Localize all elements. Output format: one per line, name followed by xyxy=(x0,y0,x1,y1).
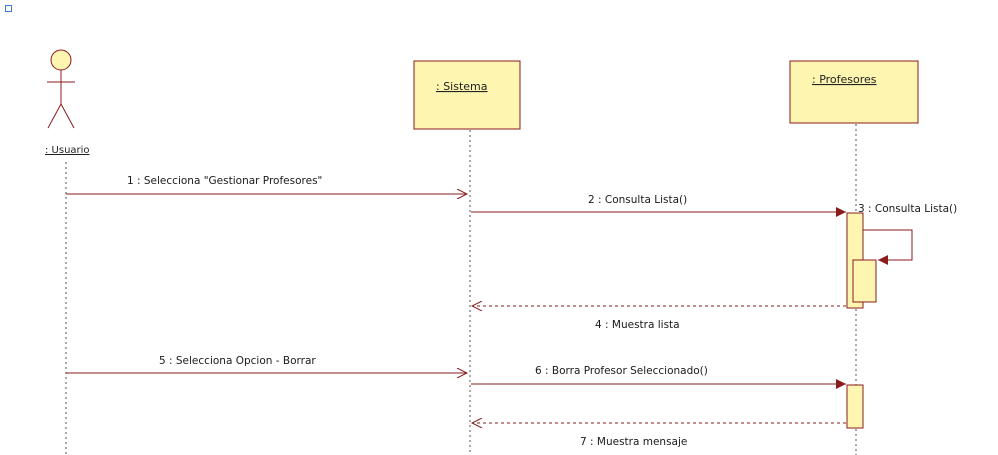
message-3[interactable]: 3 : Consulta Lista() xyxy=(858,203,957,265)
message-3-arrow xyxy=(863,229,913,265)
message-2-label: 2 : Consulta Lista() xyxy=(588,194,687,206)
object-profesores-name: : Profesores xyxy=(812,73,877,86)
message-4[interactable]: 4 : Muestra lista xyxy=(472,306,846,331)
activation-profesores-2 xyxy=(846,384,864,429)
actor-head xyxy=(50,49,72,71)
actor-leg-right xyxy=(60,103,75,129)
object-sistema-name: : Sistema xyxy=(436,80,488,93)
message-6[interactable]: 6 : Borra Profesor Seleccionado() xyxy=(471,365,846,389)
message-7-label: 7 : Muestra mensaje xyxy=(580,436,687,448)
message-4-label: 4 : Muestra lista xyxy=(595,319,680,331)
actor-leg-left xyxy=(47,103,62,129)
object-sistema[interactable]: : Sistema xyxy=(413,60,521,130)
message-1-label: 1 : Selecciona "Gestionar Profesores" xyxy=(127,175,322,187)
message-5[interactable]: 5 : Selecciona Opcion - Borrar xyxy=(66,355,467,373)
message-1[interactable]: 1 : Selecciona "Gestionar Profesores" xyxy=(66,175,467,194)
object-profesores-box xyxy=(789,60,919,124)
message-7[interactable]: 7 : Muestra mensaje xyxy=(472,423,846,448)
object-profesores[interactable]: : Profesores xyxy=(789,60,919,124)
object-sistema-box xyxy=(413,60,521,130)
activation-profesores-nested xyxy=(852,259,877,303)
message-2[interactable]: 2 : Consulta Lista() xyxy=(471,194,846,217)
actor-name: : Usuario xyxy=(45,145,90,156)
message-5-label: 5 : Selecciona Opcion - Borrar xyxy=(159,355,316,367)
message-6-label: 6 : Borra Profesor Seleccionado() xyxy=(535,365,708,377)
actor-usuario[interactable]: : Usuario xyxy=(45,49,90,156)
message-3-label: 3 : Consulta Lista() xyxy=(858,203,957,215)
resize-handle[interactable] xyxy=(5,5,12,12)
